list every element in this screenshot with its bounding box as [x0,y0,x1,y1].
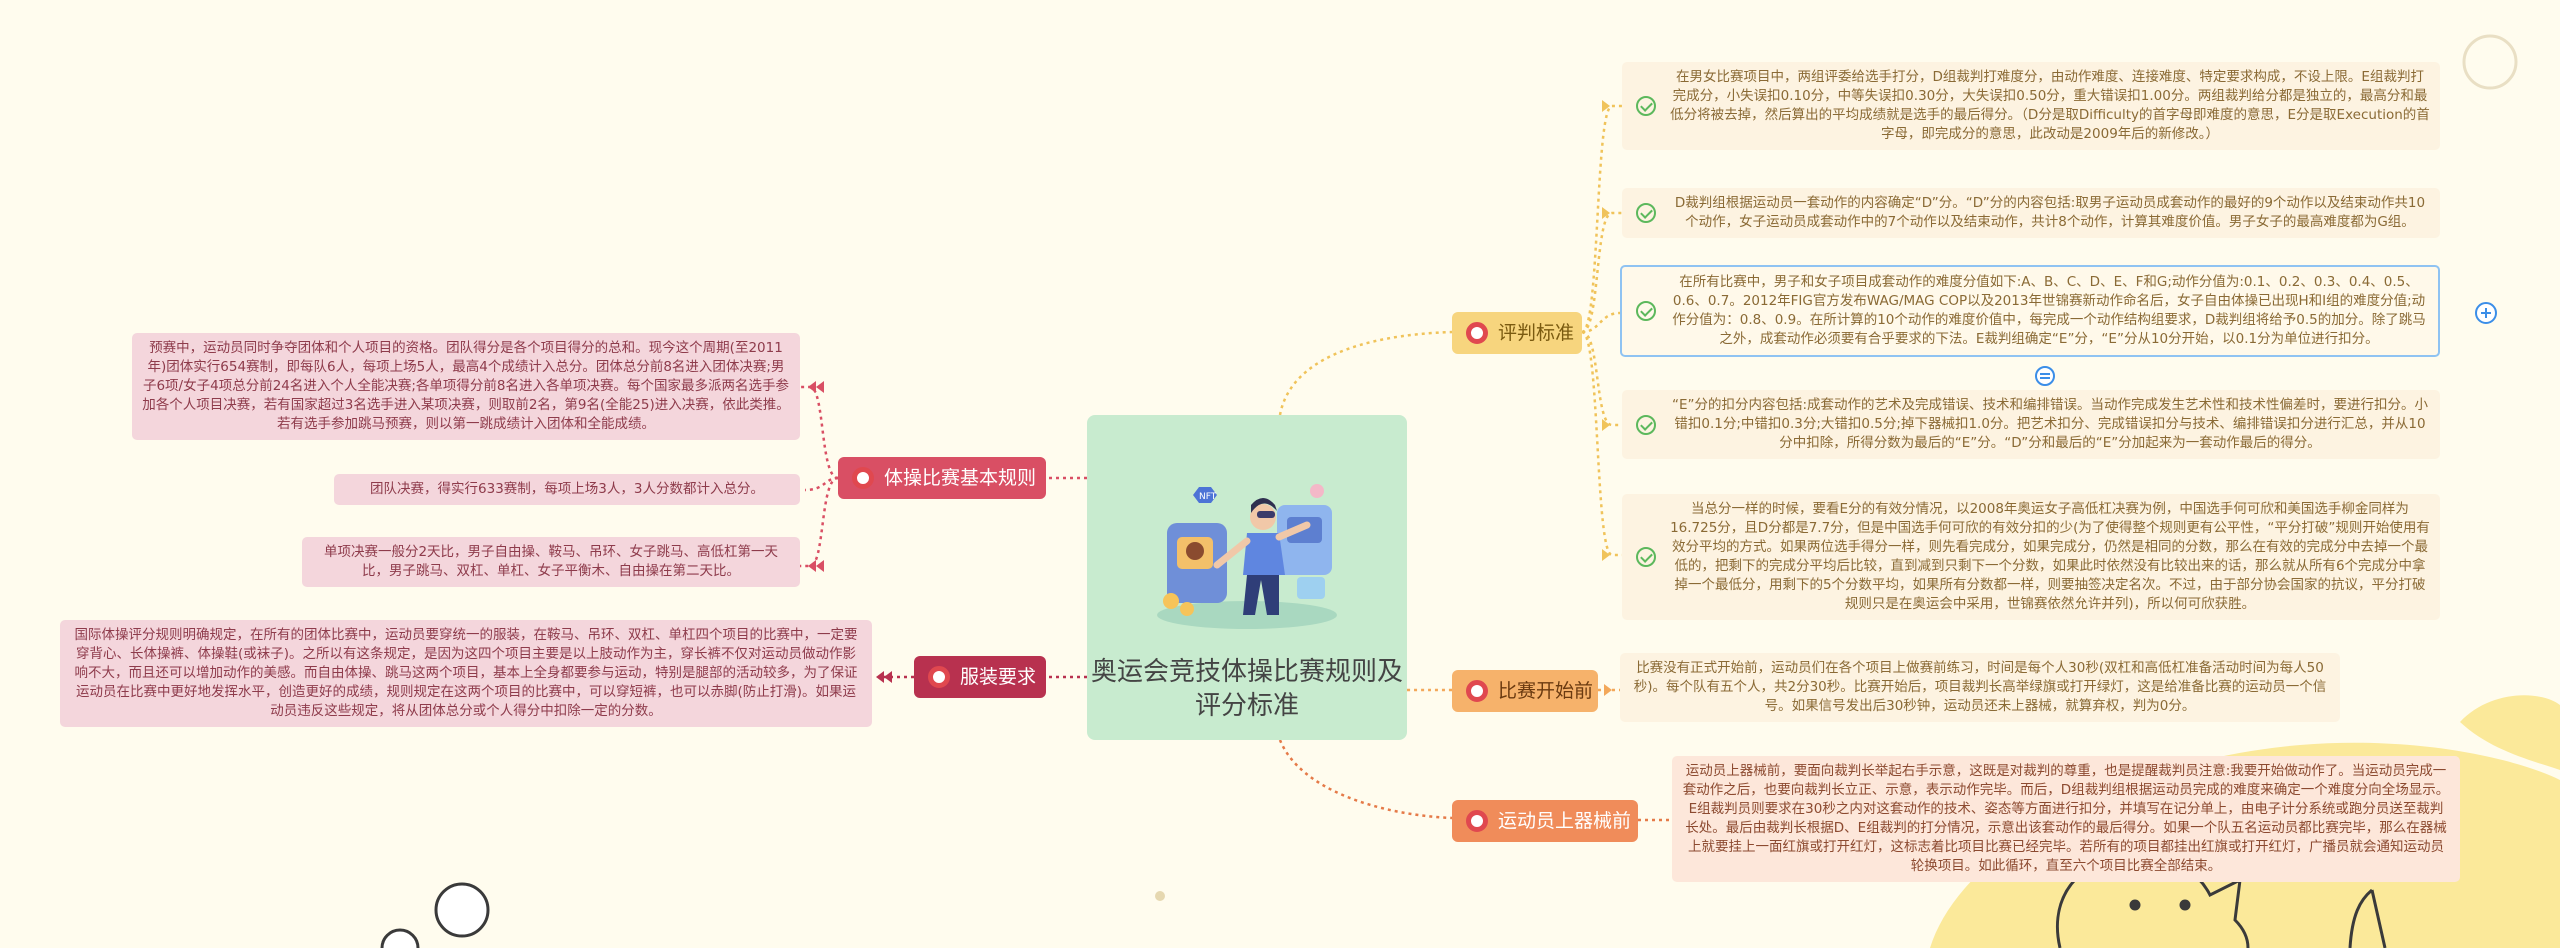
target-icon [928,666,950,688]
arrow-basic-3b [816,560,824,572]
basic-rules-leaf[interactable]: 团队决赛，得实行633赛制，每项上场3人，3人分数都计入总分。 [334,474,800,505]
basic-rules-leaf-text: 团队决赛，得实行633赛制，每项上场3人，3人分数都计入总分。 [370,481,764,497]
decorative-dot [1155,891,1165,901]
scoring-leaf-selected[interactable]: 在所有比赛中，男子和女子项目成套动作的难度分值如下:A、B、C、D、E、F和G;… [1620,265,2440,357]
connector-apparatus [1278,739,1453,820]
connector-scoring-leaf-3 [1581,311,1621,334]
central-topic[interactable]: NFT 奥运会竞技体操比赛规则及评分标准 [1087,415,1407,740]
gymnast-illustration: NFT [1157,484,1337,629]
scoring-leaf-text: 在男女比赛项目中，两组评委给选手打分，D组裁判打难度分，由动作难度、连接难度、特… [1670,69,2430,142]
target-icon [1466,680,1488,702]
scoring-leaf-text: 在所有比赛中，男子和女子项目成套动作的难度分值如下:A、B、C、D、E、F和G;… [1672,274,2426,347]
attire-leaf-text: 国际体操评分规则明确规定，在所有的团体比赛中，运动员要穿统一的服装，在鞍马、吊环… [74,627,858,719]
scoring-leaf[interactable]: 当总分一样的时候，要看E分的有效分情况，以2008年奥运女子高低杠决赛为例，中国… [1622,494,2440,620]
connector-scoring-leaf-2 [1581,211,1622,334]
basic-rules-leaf-text: 单项决赛一般分2天比，男子自由操、鞍马、吊环、女子跳马、高低杠第一天比，男子跳马… [323,544,779,579]
connector-scoring [1278,330,1453,416]
attire-leaf[interactable]: 国际体操评分规则明确规定，在所有的团体比赛中，运动员要穿统一的服装，在鞍马、吊环… [60,620,872,727]
connector-scoring-leaf-1 [1580,104,1622,334]
basic-rules-leaf[interactable]: 单项决赛一般分2天比，男子自由操、鞍马、吊环、女子跳马、高低杠第一天比，男子跳马… [302,537,800,587]
arrow-scoring-2 [1602,207,1610,219]
target-icon [852,467,874,489]
branch-scoring-label: 评判标准 [1498,322,1575,344]
branch-attire[interactable]: 服装要求 [914,656,1046,698]
start-leaf[interactable]: 比赛没有正式开始前，运动员们在各个项目上做赛前练习，时间是每个人30秒(双杠和高… [1620,653,2340,722]
branch-attire-label: 服装要求 [960,666,1037,688]
add-node-icon[interactable] [2474,301,2498,325]
target-icon [1466,810,1488,832]
branch-scoring[interactable]: 评判标准 [1452,312,1582,354]
arrow-scoring-5 [1602,549,1610,561]
collapse-node-icon[interactable] [2034,365,2056,387]
arrow-basic-3a [808,560,816,572]
connector-scoring-leaf-5 [1581,330,1622,557]
scoring-leaf[interactable]: D裁判组根据运动员一套动作的内容确定“D”分。“D”分的内容包括:取男子运动员成… [1622,188,2440,238]
arrow-basic-1b [816,381,824,393]
arrow-attire-b [884,671,892,683]
scoring-leaf[interactable]: 在男女比赛项目中，两组评委给选手打分，D组裁判打难度分，由动作难度、连接难度、特… [1622,62,2440,150]
connector-basic-leaf-3 [800,476,839,568]
arrow-scoring-1 [1602,100,1610,112]
check-circle-icon [1636,96,1656,116]
check-circle-icon [1636,203,1656,223]
check-circle-icon [1636,414,1656,435]
connector-basic-leaf-2 [804,476,839,492]
branch-basic-rules[interactable]: 体操比赛基本规则 [838,457,1046,499]
scoring-leaf-text: 当总分一样的时候，要看E分的有效分情况，以2008年奥运女子高低杠决赛为例，中国… [1670,501,2430,612]
arrow-start [1604,684,1612,696]
basic-rules-leaf[interactable]: 预赛中，运动员同时争夺团体和个人项目的资格。团队得分是各个项目得分的总和。现今这… [132,333,800,440]
branch-apparatus-label: 运动员上器械前 [1498,810,1632,832]
branch-basic-rules-label: 体操比赛基本规则 [884,467,1037,489]
svg-text:NFT: NFT [1199,492,1217,502]
scoring-leaf-text: D裁判组根据运动员一套动作的内容确定“D”分。“D”分的内容包括:取男子运动员成… [1674,195,2426,230]
branch-start[interactable]: 比赛开始前 [1452,670,1598,712]
central-topic-title: 奥运会竞技体操比赛规则及评分标准 [1090,657,1403,721]
arrow-basic-1a [808,381,816,393]
branch-start-label: 比赛开始前 [1498,680,1594,702]
arrow-scoring-4 [1602,419,1610,431]
check-circle-icon [1636,547,1656,567]
decorative-doodle-left [380,882,490,948]
branch-apparatus[interactable]: 运动员上器械前 [1452,800,1638,842]
scoring-leaf[interactable]: “E”分的扣分内容包括:成套动作的艺术及完成错误、技术和编排错误。当动作完成发生… [1622,390,2440,459]
arrow-attire-a [876,671,884,683]
apparatus-leaf-text: 运动员上器械前，要面向裁判长举起右手示意，这既是对裁判的尊重，也是提醒裁判员注意… [1682,763,2450,874]
apparatus-leaf[interactable]: 运动员上器械前，要面向裁判长举起右手示意，这既是对裁判的尊重，也是提醒裁判员注意… [1672,756,2460,882]
basic-rules-leaf-text: 预赛中，运动员同时争夺团体和个人项目的资格。团队得分是各个项目得分的总和。现今这… [142,340,790,432]
target-icon [1466,322,1488,344]
start-leaf-text: 比赛没有正式开始前，运动员们在各个项目上做赛前练习，时间是每个人30秒(双杠和高… [1633,660,2327,714]
check-circle-icon [1636,301,1656,321]
connector-scoring-leaf-4 [1581,330,1622,427]
scoring-leaf-text: “E”分的扣分内容包括:成套动作的艺术及完成错误、技术和编排错误。当动作完成发生… [1671,397,2429,451]
connector-basic-leaf-1 [800,385,839,480]
